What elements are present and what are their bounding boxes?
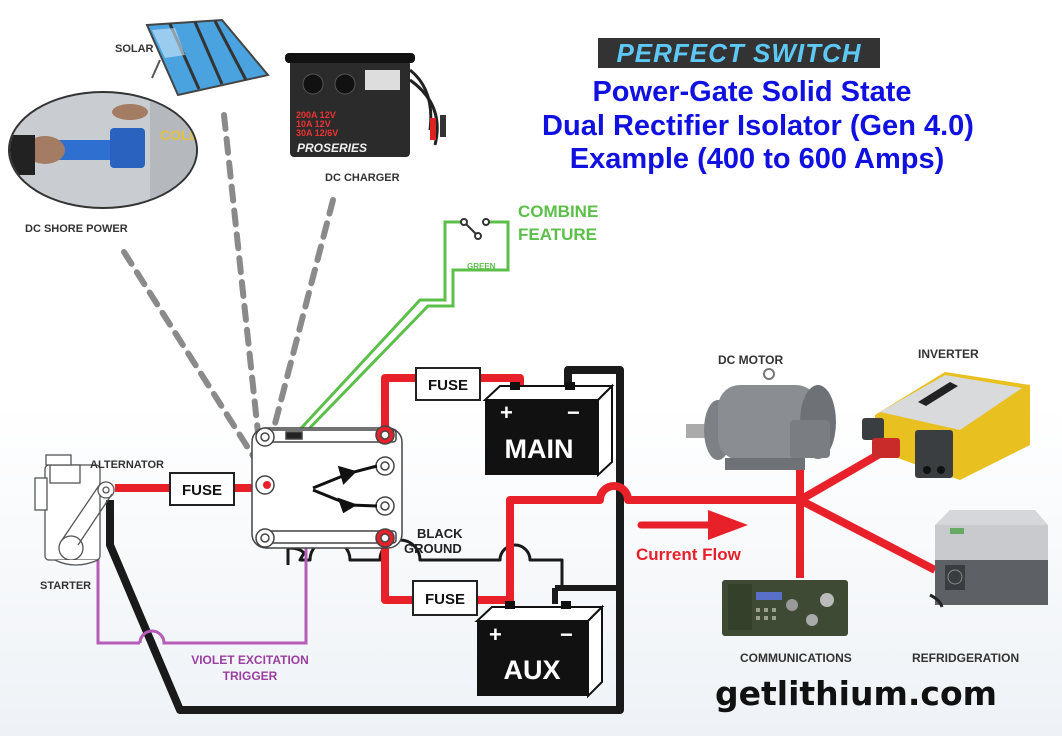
solar-panel-icon (145, 18, 270, 97)
aux-battery: + − AUX (474, 601, 605, 699)
violet-label-2: TRIGGER (223, 669, 278, 683)
main-plus-sign: + (500, 400, 513, 425)
refrigeration-label: REFRIDGERATION (912, 651, 1019, 665)
source-dashed-lines (121, 112, 336, 473)
violet-label-1: VIOLET EXCITATION (191, 653, 309, 667)
main-minus-sign: − (567, 400, 580, 425)
dc-motor-label: DC MOTOR (718, 353, 783, 367)
main-fuse: FUSE (415, 367, 481, 401)
aux-fuse: FUSE (412, 580, 478, 616)
communications-label: COMMUNICATIONS (740, 651, 852, 665)
black-ground-label-1: BLACK (417, 526, 463, 541)
solar-label: SOLAR (115, 43, 154, 55)
solar-dashed-line (221, 112, 265, 473)
alternator-fuse-label: FUSE (182, 482, 222, 499)
charger-brand: PROSERIES (297, 141, 367, 155)
alternator-starter-icon (34, 454, 115, 566)
combine-label-2: FEATURE (518, 225, 597, 244)
shore-sign-text: COLD STATI (160, 127, 242, 143)
refrigerator-icon (929, 510, 1048, 608)
dc-shore-power-label: DC SHORE POWER (25, 223, 128, 235)
inverter-icon (862, 372, 1030, 480)
current-flow-label: Current Flow (636, 545, 742, 564)
aux-minus-sign: − (560, 622, 573, 647)
title-line-1: Power-Gate Solid State (592, 76, 911, 108)
alternator-label: ALTERNATOR (90, 459, 164, 471)
charger-dashed-line (260, 197, 336, 473)
aux-fuse-label: FUSE (425, 591, 465, 608)
inverter-label: INVERTER (918, 347, 979, 361)
main-battery: + − MAIN (482, 382, 615, 478)
aux-battery-label: AUX (503, 655, 560, 685)
brand-logo: PERFECT SWITCH (598, 38, 880, 68)
green-wire-label: GREEN (467, 262, 496, 271)
alternator-fuse: FUSE (169, 472, 235, 506)
main-fuse-label: FUSE (428, 377, 468, 394)
charger-rating-3: 30A 12/6V (296, 128, 338, 138)
combine-switch (290, 218, 510, 440)
dc-charger-label: DC CHARGER (325, 172, 400, 184)
charger-rating-2: 10A 12V (296, 119, 331, 129)
starter-label: STARTER (40, 580, 91, 592)
dc-shore-power-icon: COLD STATI (8, 91, 242, 209)
black-ground-label-2: GROUND (404, 541, 462, 556)
main-battery-label: MAIN (505, 434, 574, 464)
brand-text: PERFECT SWITCH (616, 38, 861, 68)
current-flow-arrow (637, 510, 748, 540)
violet-excitation-wire (96, 438, 308, 645)
isolator-unit (251, 425, 403, 549)
aux-plus-sign: + (489, 622, 502, 647)
dc-motor-icon (686, 368, 836, 470)
dc-charger-icon: 200A 12V 10A 12V 30A 12/6V PROSERIES (285, 53, 446, 157)
charger-rating-1: 200A 12V (296, 110, 336, 120)
communications-radio-icon (722, 580, 848, 636)
combine-label-1: COMBINE (518, 202, 598, 221)
title-line-2: Dual Rectifier Isolator (Gen 4.0) (542, 110, 974, 142)
shore-dashed-line (121, 249, 265, 473)
title-line-3: Example (400 to 600 Amps) (570, 143, 944, 175)
diode-symbols (312, 464, 378, 514)
brand-logo-bg (598, 38, 880, 68)
website-url[interactable]: getlithium.com (715, 674, 997, 713)
